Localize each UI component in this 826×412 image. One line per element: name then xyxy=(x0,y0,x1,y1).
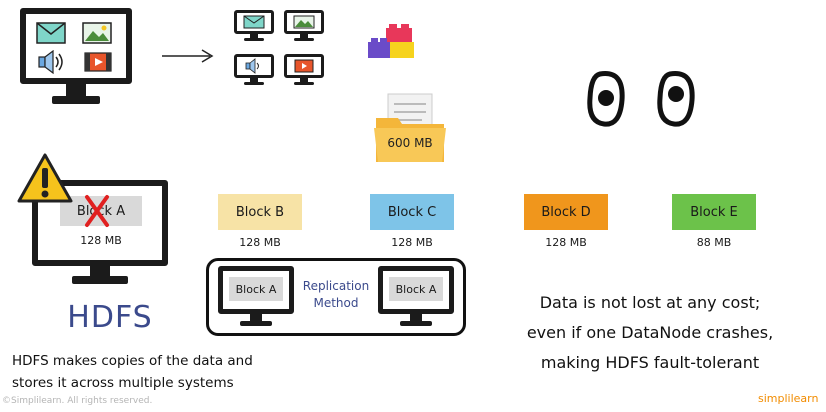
hdfs-caption-line1: HDFS makes copies of the data and xyxy=(12,353,253,369)
mail-icon xyxy=(36,22,66,44)
video-icon xyxy=(84,52,112,72)
block-c-label: Block C xyxy=(387,204,437,220)
replica-block-left: Block A xyxy=(229,277,283,301)
replication-method-line1: Replication xyxy=(302,279,370,293)
image-icon xyxy=(293,15,315,29)
block-e-label: Block E xyxy=(690,204,738,220)
replica-computer-left: Block A xyxy=(218,266,294,330)
block-b: Block B xyxy=(218,194,302,230)
block-b-size: 128 MB xyxy=(239,236,281,249)
video-icon xyxy=(294,59,314,73)
block-c-size: 128 MB xyxy=(391,236,433,249)
source-computer xyxy=(20,8,132,108)
block-a-size: 128 MB xyxy=(80,234,122,247)
fault-tolerance-message: Data is not lost at any cost; even if on… xyxy=(500,288,800,378)
small-monitor-audio xyxy=(234,54,274,86)
hdfs-title: HDFS xyxy=(67,300,153,335)
eyes-icon xyxy=(587,71,695,127)
message-line3: making HDFS fault-tolerant xyxy=(540,353,760,372)
audio-icon xyxy=(245,58,259,74)
arrow-icon xyxy=(162,49,214,63)
folder-icon xyxy=(374,93,446,162)
small-monitor-mail xyxy=(234,10,274,42)
block-a: Block A xyxy=(60,196,142,226)
replica-block-left-label: Block A xyxy=(235,282,277,296)
copyright-text: ©Simplilearn. All rights reserved. xyxy=(2,396,153,406)
hdfs-caption: HDFS makes copies of the data and stores… xyxy=(12,350,312,394)
block-c: Block C xyxy=(370,194,454,230)
replica-computer-right: Block A xyxy=(378,266,454,330)
data-folder: 600 MB xyxy=(372,92,448,164)
block-d-label: Block D xyxy=(541,204,591,220)
block-d: Block D xyxy=(524,194,608,230)
replication-panel xyxy=(206,258,466,336)
block-b-label: Block B xyxy=(235,204,285,220)
audio-icon xyxy=(38,50,63,74)
warning-icon xyxy=(17,153,73,203)
block-e-size: 88 MB xyxy=(696,236,732,249)
replica-block-right: Block A xyxy=(389,277,443,301)
image-icon xyxy=(82,22,112,44)
block-a-label: Block A xyxy=(76,203,126,219)
message-line1: Data is not lost at any cost; xyxy=(539,293,761,312)
cross-icon xyxy=(85,195,109,227)
file-size-label: 600 MB xyxy=(387,136,433,150)
lego-icon xyxy=(368,24,414,58)
small-monitor-video xyxy=(284,54,324,86)
replication-method-line2: Method xyxy=(313,296,359,310)
brand-logo: simplilearn xyxy=(758,392,819,405)
block-d-size: 128 MB xyxy=(545,236,587,249)
replication-method-label: Replication Method xyxy=(296,278,376,312)
mail-icon xyxy=(243,15,265,29)
block-e: Block E xyxy=(672,194,756,230)
message-line2: even if one DataNode crashes, xyxy=(526,323,774,342)
hdfs-caption-line2: stores it across multiple systems xyxy=(12,375,234,391)
small-monitor-image xyxy=(284,10,324,42)
replica-block-right-label: Block A xyxy=(395,282,437,296)
